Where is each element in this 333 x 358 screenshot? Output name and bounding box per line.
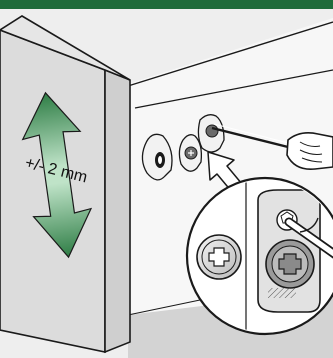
- inset-cam-housing: [258, 190, 320, 312]
- door-panel-edge: [105, 70, 130, 352]
- inset-cam-screw-left: [197, 235, 241, 279]
- cam-fitting-middle: [179, 135, 201, 172]
- top-bar: [0, 0, 333, 9]
- cam-fitting-right: [198, 115, 224, 152]
